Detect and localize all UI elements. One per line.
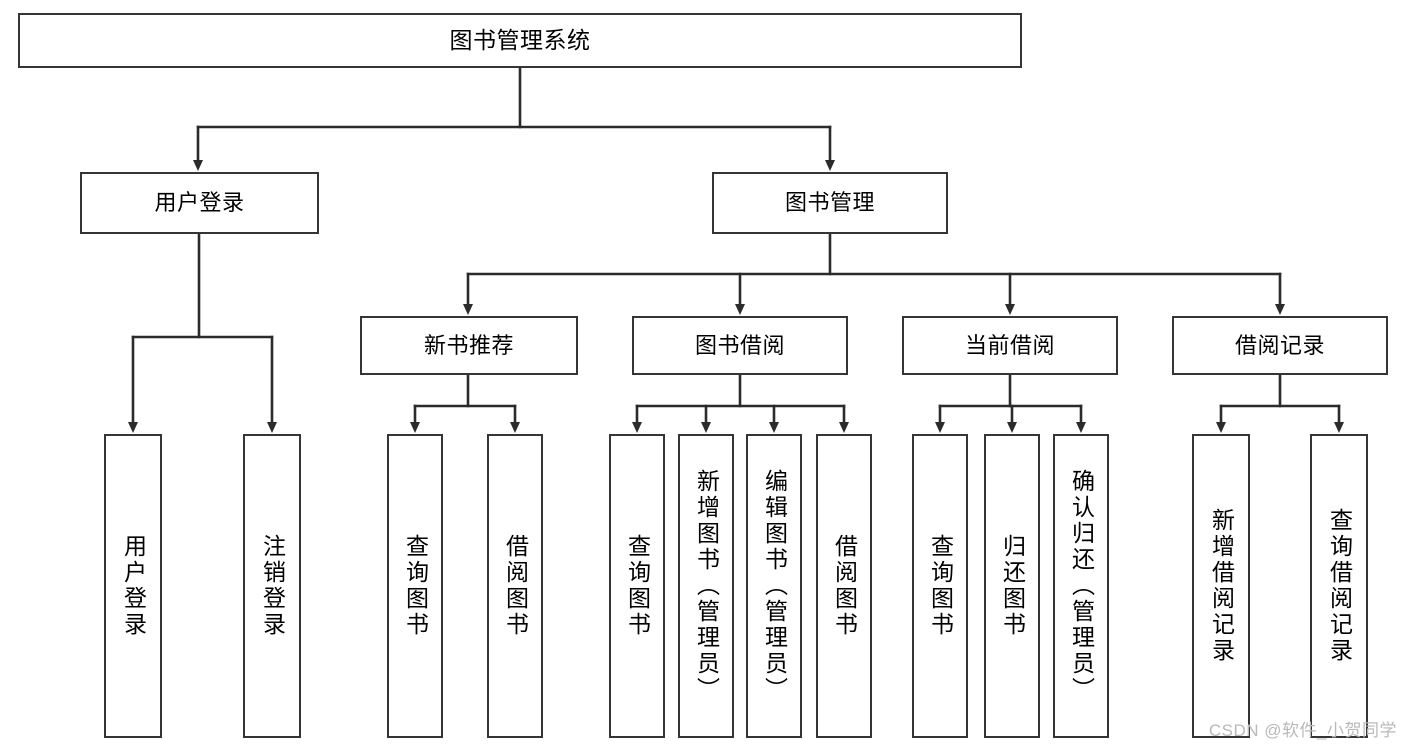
node-leaf-borrow-book-recommend[interactable]: 借阅图书 (487, 434, 543, 738)
node-leaf-query-book-current-label: 查询图书 (927, 534, 954, 638)
node-leaf-borrow-book[interactable]: 借阅图书 (816, 434, 872, 738)
node-leaf-return-book[interactable]: 归还图书 (984, 434, 1040, 738)
node-borrow-record-label: 借阅记录 (1234, 332, 1325, 358)
node-root[interactable]: 图书管理系统 (18, 13, 1022, 68)
node-leaf-user-login[interactable]: 用户登录 (104, 434, 162, 738)
node-leaf-confirm-return-admin-label: 确认归还（管理员） (1068, 469, 1095, 703)
node-leaf-query-book-borrow-label: 查询图书 (624, 534, 651, 638)
node-new-book-recommend-label: 新书推荐 (423, 332, 514, 358)
node-leaf-borrow-book-label: 借阅图书 (831, 534, 858, 638)
node-book-management-label: 图书管理 (784, 190, 875, 216)
node-leaf-add-book-admin-label: 新增图书（管理员） (693, 469, 720, 703)
node-leaf-edit-book-admin[interactable]: 编辑图书（管理员） (746, 434, 802, 738)
node-leaf-user-login-label: 用户登录 (120, 534, 147, 638)
node-current-borrow-label: 当前借阅 (964, 332, 1055, 358)
node-book-borrow[interactable]: 图书借阅 (632, 316, 848, 375)
node-leaf-edit-book-admin-label: 编辑图书（管理员） (761, 469, 788, 703)
node-leaf-query-book-recommend-label: 查询图书 (402, 534, 429, 638)
node-user-login[interactable]: 用户登录 (80, 172, 319, 234)
node-leaf-query-borrow-record[interactable]: 查询借阅记录 (1310, 434, 1368, 738)
node-book-management[interactable]: 图书管理 (712, 172, 948, 234)
node-leaf-query-borrow-record-label: 查询借阅记录 (1326, 508, 1353, 664)
csdn-watermark: CSDN @软件_小贺同学 (1208, 721, 1397, 740)
node-root-label: 图书管理系统 (449, 26, 591, 53)
node-user-login-label: 用户登录 (154, 190, 245, 216)
node-book-borrow-label: 图书借阅 (694, 332, 785, 358)
node-leaf-logout[interactable]: 注销登录 (243, 434, 301, 738)
node-borrow-record[interactable]: 借阅记录 (1172, 316, 1388, 375)
node-leaf-logout-label: 注销登录 (259, 534, 286, 638)
node-new-book-recommend[interactable]: 新书推荐 (360, 316, 578, 375)
node-current-borrow[interactable]: 当前借阅 (902, 316, 1118, 375)
node-leaf-add-book-admin[interactable]: 新增图书（管理员） (678, 434, 734, 738)
node-leaf-return-book-label: 归还图书 (999, 534, 1026, 638)
node-leaf-add-borrow-record-label: 新增借阅记录 (1208, 508, 1235, 664)
node-leaf-query-book-current[interactable]: 查询图书 (912, 434, 968, 738)
node-leaf-borrow-book-recommend-label: 借阅图书 (502, 534, 529, 638)
node-leaf-add-borrow-record[interactable]: 新增借阅记录 (1192, 434, 1250, 738)
node-leaf-query-book-borrow[interactable]: 查询图书 (609, 434, 665, 738)
node-leaf-confirm-return-admin[interactable]: 确认归还（管理员） (1053, 434, 1109, 738)
node-leaf-query-book-recommend[interactable]: 查询图书 (387, 434, 443, 738)
